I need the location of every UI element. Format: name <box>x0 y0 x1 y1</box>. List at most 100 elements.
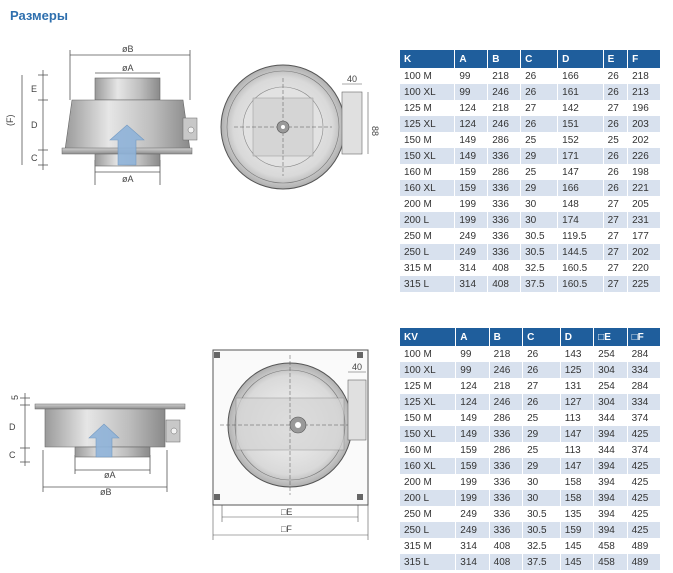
value-cell: 25 <box>520 132 559 148</box>
value-cell: 26 <box>603 116 629 132</box>
model-cell: 125 M <box>400 100 456 116</box>
value-cell: 142 <box>557 100 604 116</box>
value-cell: 144.5 <box>557 244 604 260</box>
value-cell: 135 <box>560 506 595 522</box>
airflow-arrow-icon <box>109 124 145 166</box>
model-cell: 160 XL <box>400 458 457 474</box>
airflow-arrow-icon <box>88 423 120 458</box>
value-cell: 334 <box>627 394 662 410</box>
value-cell: 26 <box>603 164 629 180</box>
value-cell: 149 <box>455 426 490 442</box>
value-cell: 99 <box>454 84 489 100</box>
value-cell: 27 <box>603 244 629 260</box>
value-cell: 249 <box>454 228 489 244</box>
dim-label-D: D <box>31 120 38 130</box>
model-cell: 125 XL <box>400 116 456 132</box>
value-cell: 394 <box>593 506 628 522</box>
column-header: C <box>522 328 561 346</box>
value-cell: 37.5 <box>522 554 561 570</box>
value-cell: 199 <box>454 212 489 228</box>
value-cell: 425 <box>627 458 662 474</box>
value-cell: 151 <box>557 116 604 132</box>
value-cell: 124 <box>454 116 489 132</box>
value-cell: 30 <box>520 212 559 228</box>
model-cell: 100 M <box>400 346 457 362</box>
value-cell: 336 <box>487 180 522 196</box>
value-cell: 425 <box>627 506 662 522</box>
model-cell: 250 L <box>400 522 457 538</box>
dim-label-F: (F) <box>5 115 15 127</box>
dim-label-dA-2: øA <box>104 470 116 480</box>
model-cell: 100 XL <box>400 84 456 100</box>
value-cell: 394 <box>593 522 628 538</box>
dim-label-40-top: 40 <box>347 74 357 84</box>
value-cell: 314 <box>455 554 490 570</box>
value-cell: 203 <box>627 116 661 132</box>
value-cell: 30 <box>522 474 561 490</box>
model-cell: 250 M <box>400 228 456 244</box>
value-cell: 394 <box>593 426 628 442</box>
value-cell: 336 <box>489 474 524 490</box>
value-cell: 314 <box>454 276 489 292</box>
value-cell: 394 <box>593 458 628 474</box>
value-cell: 25 <box>522 442 561 458</box>
value-cell: 425 <box>627 474 662 490</box>
value-cell: 147 <box>560 458 595 474</box>
value-cell: 29 <box>520 148 559 164</box>
dim-label-C-2: C <box>9 450 16 460</box>
column-header: B <box>487 50 522 68</box>
model-cell: 125 XL <box>400 394 457 410</box>
value-cell: 394 <box>593 474 628 490</box>
value-cell: 159 <box>455 458 490 474</box>
value-cell: 124 <box>455 378 490 394</box>
dim-label-dB: øB <box>122 44 134 54</box>
value-cell: 246 <box>487 84 522 100</box>
value-cell: 177 <box>627 228 661 244</box>
column-header: □F <box>627 328 662 346</box>
value-cell: 131 <box>560 378 595 394</box>
dim-label-88: 88 <box>370 126 380 136</box>
value-cell: 336 <box>487 212 522 228</box>
fan-k-front-view <box>220 64 369 190</box>
value-cell: 458 <box>593 554 628 570</box>
column-header: K <box>400 50 456 68</box>
model-cell: 250 M <box>400 506 457 522</box>
value-cell: 27 <box>603 260 629 276</box>
value-cell: 26 <box>520 84 559 100</box>
value-cell: 124 <box>455 394 490 410</box>
value-cell: 198 <box>627 164 661 180</box>
value-cell: 202 <box>627 244 661 260</box>
table-header-row: KV A B C D □E □F <box>400 328 662 346</box>
value-cell: 489 <box>627 554 662 570</box>
value-cell: 159 <box>560 522 595 538</box>
value-cell: 314 <box>454 260 489 276</box>
value-cell: 27 <box>603 276 629 292</box>
value-cell: 32.5 <box>520 260 559 276</box>
value-cell: 159 <box>454 180 489 196</box>
value-cell: 145 <box>560 538 595 554</box>
column-header: □E <box>593 328 628 346</box>
value-cell: 174 <box>557 212 604 228</box>
dim-label-dA-top: øA <box>122 63 134 73</box>
dim-label-E-2: □E <box>281 507 292 517</box>
value-cell: 26 <box>520 116 559 132</box>
value-cell: 199 <box>454 196 489 212</box>
value-cell: 166 <box>557 180 604 196</box>
table-header-row: K A B C D E F <box>400 50 661 68</box>
value-cell: 336 <box>489 522 524 538</box>
